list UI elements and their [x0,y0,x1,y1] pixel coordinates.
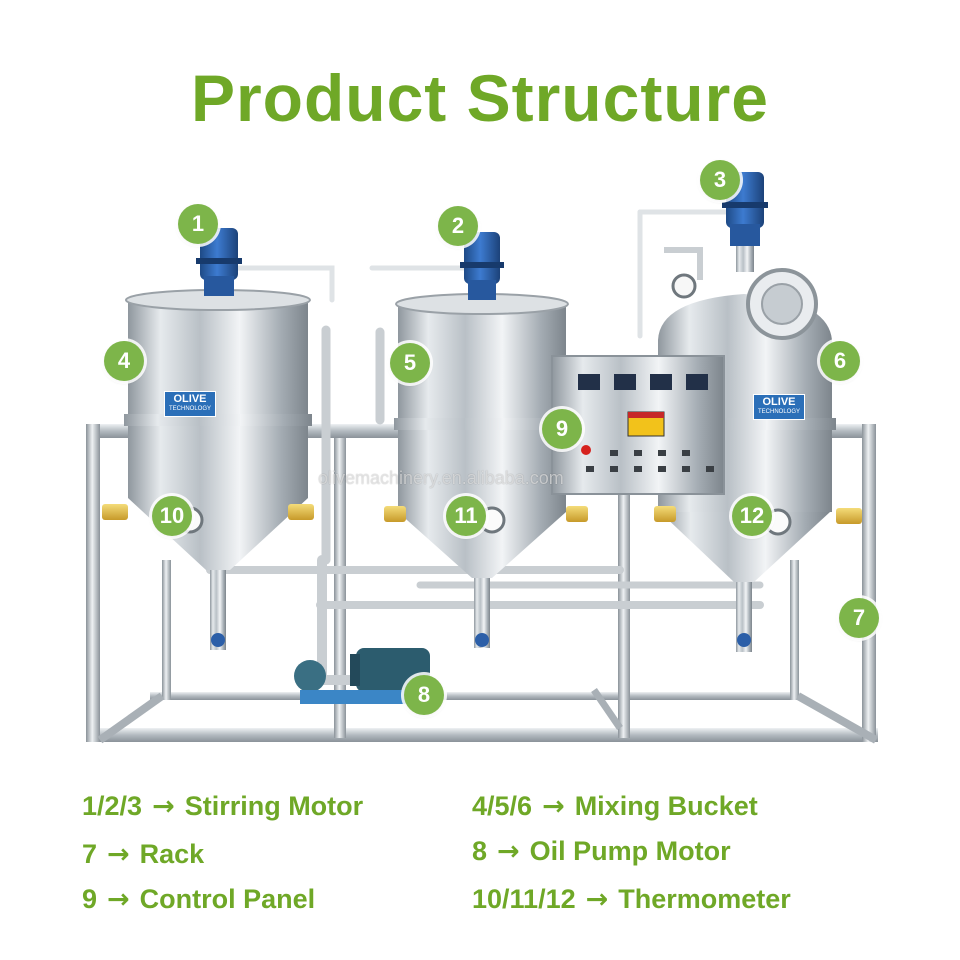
legend-item-stirring-motor: 1/2/3 → Stirring Motor [82,791,363,822]
legend-label: Mixing Bucket [574,791,758,821]
legend-label: Control Panel [139,884,316,914]
legend-key: 4/5/6 [472,791,533,821]
callout-1: 1 [178,204,218,244]
legend-item-mixing-bucket: 4/5/6 → Mixing Bucket [472,791,758,822]
arrow-icon: → [585,884,609,915]
arrow-icon: → [152,791,175,822]
callout-6: 6 [820,341,860,381]
stirring-motor-2 [460,232,504,300]
legend-label: Thermometer [618,884,791,914]
arrow-icon: → [497,836,520,867]
callout-3: 3 [700,160,740,200]
callout-7: 7 [839,598,879,638]
callout-2: 2 [438,206,478,246]
brand-plate-3: OLIVE TECHNOLOGY [753,394,805,420]
arrow-icon: → [542,791,565,822]
legend-key: 8 [472,836,488,866]
legend-key: 10/11/12 [472,884,576,914]
legend-key: 1/2/3 [82,791,143,821]
legend-item-thermometer: 10/11/12 → Thermometer [472,884,791,915]
legend-item-control-panel: 9 → Control Panel [82,884,315,915]
legend-item-rack: 7 → Rack [82,839,204,870]
mixing-bucket-1 [124,289,312,650]
legend-label: Stirring Motor [184,791,364,821]
stirring-motor-1 [196,228,242,296]
legend-item-oil-pump-motor: 8 → Oil Pump Motor [472,836,731,867]
callout-8: 8 [404,675,444,715]
callout-5: 5 [390,343,430,383]
callout-10: 10 [152,496,192,536]
brand-sub: TECHNOLOGY [757,409,800,415]
legend-key: 7 [82,839,98,869]
legend-label: Oil Pump Motor [529,836,731,866]
legend-key: 9 [82,884,98,914]
page-title: Product Structure [190,61,770,135]
brass-fittings [102,504,862,524]
arrow-icon: → [107,884,130,915]
callout-11: 11 [446,496,486,536]
mixing-bucket-2 [394,293,570,648]
brand-plate-1: OLIVE TECHNOLOGY [164,391,216,417]
brand-name: OLIVE [762,396,796,408]
pipework [206,209,764,685]
brand-sub: TECHNOLOGY [168,406,211,412]
callout-12: 12 [732,496,772,536]
callout-4: 4 [104,341,144,381]
callout-9: 9 [542,409,582,449]
brand-name: OLIVE [173,393,207,405]
arrow-icon: → [107,839,130,870]
watermark: olivemachinery.en.alibaba.com [318,468,564,488]
legend-label: Rack [139,839,205,869]
